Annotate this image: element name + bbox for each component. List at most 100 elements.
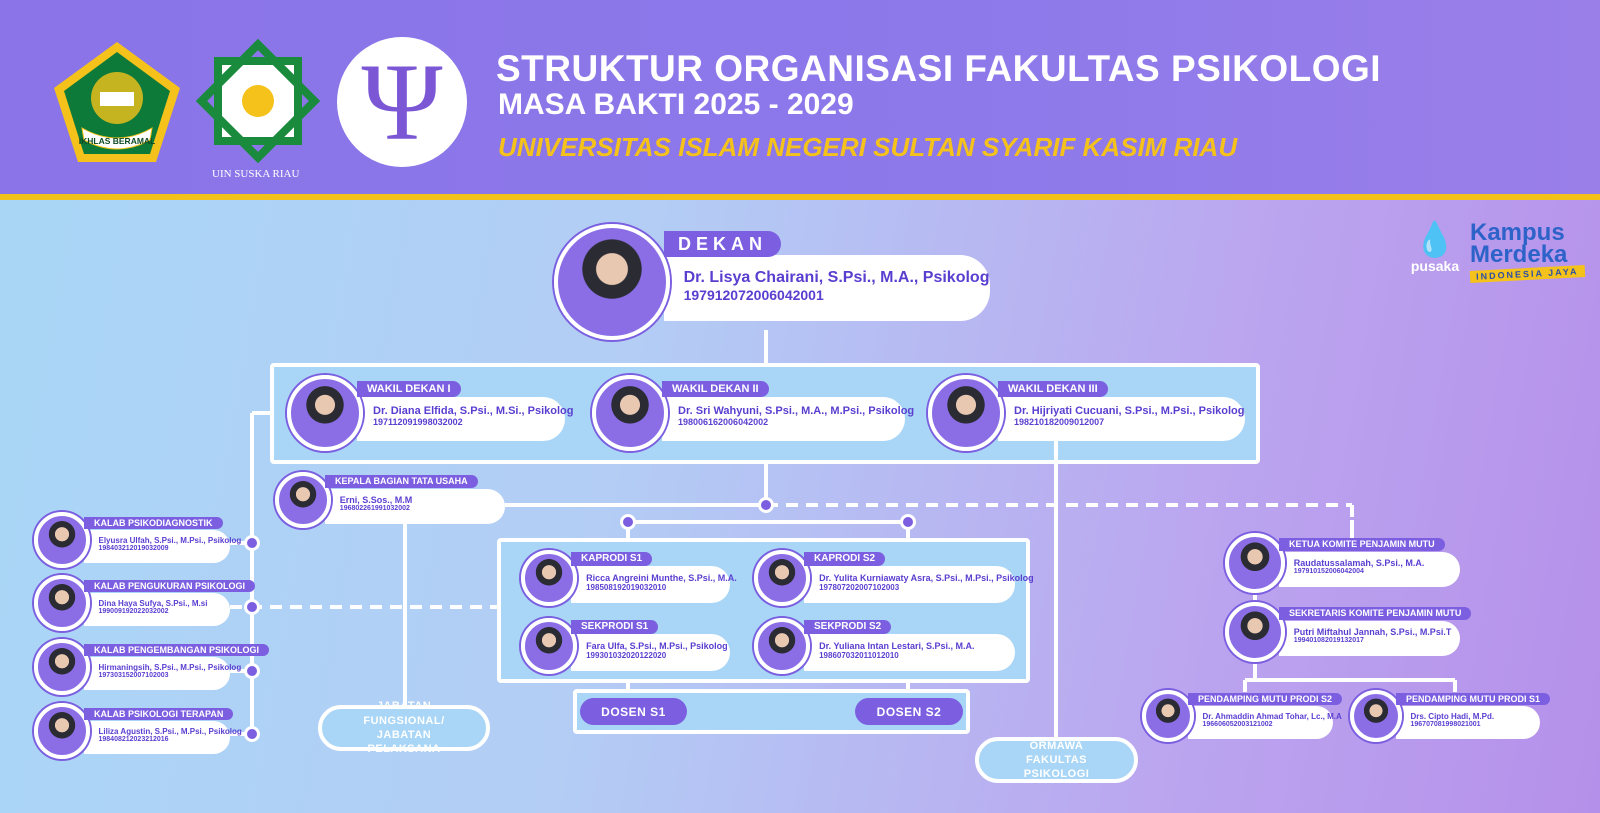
person-nip: 199401082019132017 — [1293, 636, 1364, 644]
person-name: Dr. Yulita Kurniawaty Asra, S.Psi., M.Ps… — [819, 572, 1034, 583]
person-info: Elyusra Ulfah, S.Psi., M.Psi., Psikolog … — [84, 529, 242, 563]
role-tag: KAPRODI S1 — [571, 551, 653, 566]
role-tag: SEKRETARIS KOMITE PENJAMIN MUTU — [1279, 607, 1472, 621]
person-nip: 198403212019032009 — [98, 544, 169, 552]
avatar — [754, 618, 810, 674]
person-info: Dr. Hijriyati Cucuani, S.Psi., M.Psi., P… — [998, 397, 1245, 441]
avatar — [1225, 533, 1285, 593]
person-name: Dina Haya Sufya, S.Psi., M.si — [98, 598, 208, 608]
role-tag: PENDAMPING MUTU PRODI S2 — [1188, 693, 1343, 705]
avatar — [1142, 690, 1194, 742]
header-banner: IKHLAS BERAMAL UIN SUSKA RIAU Ψ STRUKTUR… — [0, 0, 1600, 200]
uin-suska-logo — [195, 38, 321, 164]
psychology-logo: Ψ — [337, 37, 467, 167]
jabatan-fungsional-node: JABATAN FUNGSIONAL/ JABATAN PELAKSANA — [318, 700, 490, 755]
avatar — [1350, 690, 1402, 742]
person-info: Dr. Lisya Chairani, S.Psi., M.A., Psikol… — [664, 255, 990, 321]
role-tag: KALAB PENGUKURAN PSIKOLOGI — [84, 580, 256, 592]
person-nip: 199301032020122020 — [586, 650, 667, 660]
role-tag: WAKIL DEKAN I — [357, 381, 461, 397]
junction-dot — [244, 663, 260, 679]
person-info: Dr. Yuliana Intan Lestari, S.Psi., M.A. … — [804, 633, 1015, 671]
person-name: Dr. Hijriyati Cucuani, S.Psi., M.Psi., P… — [1014, 405, 1245, 417]
role-tag: KETUA KOMITE PENJAMIN MUTU — [1279, 538, 1445, 552]
person-info: Hirmaningsih, S.Psi., M.Psi., Psikolog 1… — [84, 656, 242, 690]
person-nip: 198408212023212016 — [98, 735, 169, 743]
person-info: Putri Miftahul Jannah, S.Psi., M.Psi.T 1… — [1279, 620, 1460, 656]
page-subtitle: MASA BAKTI 2025 - 2029 — [498, 88, 854, 121]
avatar — [592, 375, 668, 451]
person-nip: 196802261991032002 — [339, 504, 410, 512]
person-info: Dr. Yulita Kurniawaty Asra, S.Psi., M.Ps… — [804, 565, 1034, 603]
person-name: Dr. Yuliana Intan Lestari, S.Psi., M.A. — [819, 640, 975, 651]
person-name: Hirmaningsih, S.Psi., M.Psi., Psikolog — [98, 662, 242, 672]
person-nip: 197912072006042001 — [683, 287, 824, 303]
person-name: Liliza Agustin, S.Psi., M.Psi., Psikolog — [98, 726, 242, 736]
avatar — [521, 618, 577, 674]
avatar — [521, 550, 577, 606]
kampus-merdeka-text: Kampus Merdeka — [1470, 219, 1568, 268]
role-tag: KEPALA BAGIAN TATA USAHA — [325, 475, 478, 489]
kemenag-logo: IKHLAS BERAMAL — [54, 42, 180, 162]
person-name: Elyusra Ulfah, S.Psi., M.Psi., Psikolog — [98, 535, 242, 545]
junction-dot — [244, 726, 260, 742]
person-info: Ricca Angreini Munthe, S.Psi., M.A. 1985… — [571, 565, 737, 603]
person-name: Putri Miftahul Jannah, S.Psi., M.Psi.T — [1293, 626, 1452, 637]
uin-logo-text: UIN SUSKA RIAU — [212, 168, 300, 180]
avatar — [275, 472, 331, 528]
role-tag: SEKPRODI S1 — [571, 619, 659, 634]
person-name: Dr. Ahmaddin Ahmad Tohar, Lc., M.A — [1202, 711, 1342, 721]
role-tag: KALAB PSIKODIAGNOSTIK — [84, 517, 223, 529]
person-name: Dr. Diana Elfida, S.Psi., M.Si., Psikolo… — [373, 405, 574, 417]
person-info: Erni, S.Sos., M.M 196802261991032002 — [325, 488, 505, 524]
person-info: Fara Ulfa, S.Psi., M.Psi., Psikolog 1993… — [571, 633, 730, 671]
dosen-s1-node: DOSEN S1 — [580, 698, 687, 725]
role-tag: DEKAN — [664, 230, 782, 257]
junction-dot — [244, 535, 260, 551]
university-name: UNIVERSITAS ISLAM NEGERI SULTAN SYARIF K… — [498, 132, 1238, 162]
role-tag: WAKIL DEKAN III — [998, 381, 1108, 397]
person-nip: 198508192019032010 — [586, 582, 667, 592]
person-info: Dr. Sri Wahyuni, S.Psi., M.A., M.Psi., P… — [662, 397, 914, 441]
avatar — [1225, 602, 1285, 662]
junction-dot — [620, 514, 636, 530]
avatar — [34, 639, 90, 695]
person-name: Erni, S.Sos., M.M — [339, 494, 413, 505]
role-tag: KAPRODI S2 — [804, 551, 886, 566]
person-info: Liliza Agustin, S.Psi., M.Psi., Psikolog… — [84, 720, 242, 754]
person-name: Dr. Lisya Chairani, S.Psi., M.A., Psikol… — [683, 269, 990, 286]
person-info: Dr. Ahmaddin Ahmad Tohar, Lc., M.A 19660… — [1188, 705, 1342, 739]
avatar — [34, 575, 90, 631]
junction-dot — [900, 514, 916, 530]
dosen-s2-node: DOSEN S2 — [855, 698, 963, 725]
person-info: Dr. Diana Elfida, S.Psi., M.Si., Psikolo… — [357, 397, 574, 441]
drop-icon: 💧 — [1413, 221, 1457, 259]
page-title: STRUKTUR ORGANISASI FAKULTAS PSIKOLOGI — [496, 48, 1382, 89]
person-nip: 197807202007102003 — [819, 582, 900, 592]
person-info: Drs. Cipto Hadi, M.Pd. 19670708199802100… — [1396, 705, 1540, 739]
avatar — [34, 512, 90, 568]
kemenag-logo-text: IKHLAS BERAMAL — [79, 136, 156, 146]
person-nip: 197112091998032002 — [373, 417, 463, 427]
person-info: Dina Haya Sufya, S.Psi., M.si 1990091920… — [84, 592, 230, 626]
avatar — [754, 550, 810, 606]
person-name: Fara Ulfa, S.Psi., M.Psi., Psikolog — [586, 640, 728, 651]
person-nip: 196707081998021001 — [1410, 720, 1481, 728]
person-name: Drs. Cipto Hadi, M.Pd. — [1410, 711, 1495, 721]
pusaka-logo: 💧pusaka — [1405, 222, 1465, 274]
junction-dot — [244, 599, 260, 615]
junction-dot — [758, 497, 774, 513]
avatar — [287, 375, 363, 451]
person-nip: 198210182009012007 — [1014, 417, 1105, 427]
role-tag: KALAB PENGEMBANGAN PSIKOLOGI — [84, 644, 270, 656]
person-name: Ricca Angreini Munthe, S.Psi., M.A. — [586, 572, 737, 583]
person-nip: 199009192022032002 — [98, 607, 169, 615]
role-tag: PENDAMPING MUTU PRODI S1 — [1396, 693, 1551, 705]
pusaka-text: pusaka — [1410, 258, 1460, 274]
person-nip: 197303152007102003 — [98, 671, 169, 679]
ormawa-node: ORMAWA FAKULTAS PSIKOLOGI — [975, 737, 1138, 783]
avatar — [928, 375, 1004, 451]
